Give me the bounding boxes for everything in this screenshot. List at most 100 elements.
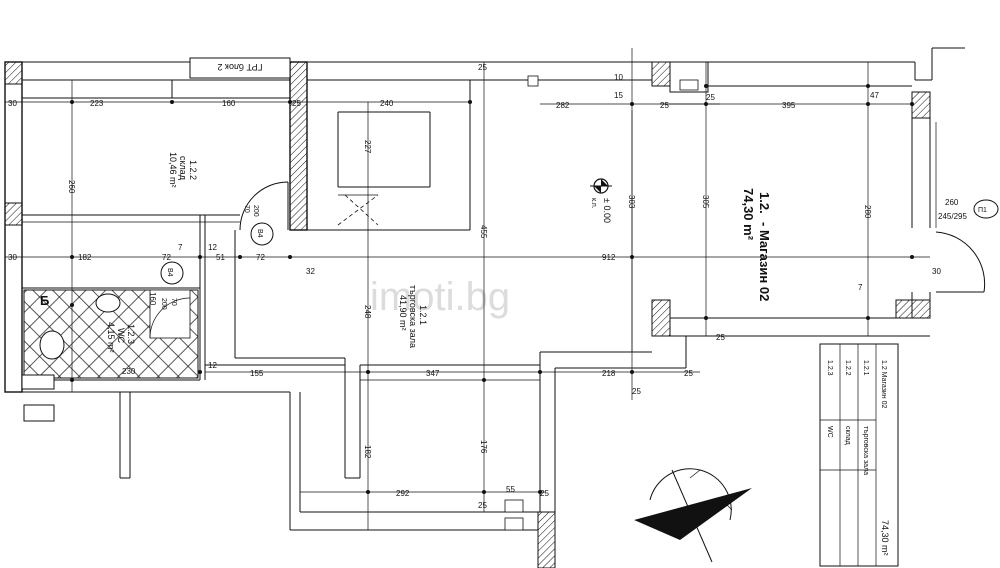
wc-code: 1.2.3: [126, 324, 136, 344]
dim-10: 10: [614, 73, 623, 82]
dim-7-a: 7: [178, 243, 183, 252]
dim-182: 182: [78, 253, 92, 262]
svg-text:П1: П1: [978, 207, 987, 214]
dim-12-a: 12: [208, 243, 217, 252]
svg-text:70: 70: [243, 205, 250, 213]
dim-25-f: 25: [716, 333, 725, 342]
sales-hall-name: търговска зала: [408, 285, 418, 348]
room-storage-label: 1.2.2 склад 10,46 m²: [168, 152, 198, 188]
dim-160: 160: [222, 99, 236, 108]
vertical-dimension-labels: 260 227 455 303 305 280 248 182 176 160: [67, 140, 872, 459]
watermark-text: imoti.bg: [370, 275, 510, 319]
dim-176: 176: [479, 440, 488, 454]
dim-30-top: 30: [8, 99, 17, 108]
dim-25-d: 25: [540, 489, 549, 498]
dim-395: 395: [782, 101, 796, 110]
storage-name: склад: [178, 156, 188, 181]
dim-25-b: 25: [660, 101, 669, 110]
exterior-walls: [4, 47, 965, 568]
wc-area: 4,15 m²: [106, 322, 116, 353]
shop-area: 74,30 m²: [741, 188, 756, 241]
shop-name: - Магазин 02: [757, 222, 772, 301]
dim-292: 292: [396, 489, 410, 498]
room-shop-label: 1.2. - Магазин 02 74,30 m²: [741, 188, 772, 301]
dim-25-h: 25: [632, 387, 641, 396]
dim-260-vertical: 260: [67, 180, 76, 194]
dim-160-vertical: 160: [148, 292, 157, 306]
toilet-icon: [39, 330, 65, 360]
dim-51: 51: [216, 253, 225, 262]
door-marker-b4-lower: B4 70 200: [160, 261, 184, 310]
wc-door-swing-arc: [149, 297, 191, 339]
north-arrow-icon: [634, 468, 752, 563]
dim-47: 47: [870, 91, 879, 100]
level-marker: ± 0.00 к.п.: [590, 178, 612, 223]
dim-303: 303: [627, 195, 636, 209]
dimension-ticks: [70, 84, 914, 494]
door-marker-b4-upper: B4 70 200: [243, 205, 274, 246]
legend-row-1-name: търговска зала: [862, 426, 869, 475]
svg-text:B4: B4: [256, 229, 263, 238]
legend-table: 1.2 Магазин 02 1.2.1 търговска зала 1.2.…: [819, 343, 899, 567]
dim-25-a: 25: [292, 99, 301, 108]
dim-72-b: 72: [256, 253, 265, 262]
washbasin-icon: [23, 404, 55, 422]
dim-15: 15: [614, 91, 623, 100]
legend-total: 74,30 m²: [880, 520, 890, 556]
dim-155: 155: [250, 369, 264, 378]
dim-347: 347: [426, 369, 440, 378]
block-label-box: [189, 57, 291, 79]
block-label: ГРТ блок 2: [217, 62, 262, 72]
legend-row-1-code: 1.2.1: [862, 360, 869, 376]
dim-227: 227: [363, 140, 372, 154]
dim-280: 280: [863, 205, 872, 219]
dimension-labels: 30 223 160 25 240 282 25 395 47 30 182 7…: [8, 63, 941, 510]
storage-area: 10,46 m²: [168, 152, 178, 188]
room-wc-label: 1.2.3 WC 4,15 m²: [106, 322, 136, 353]
sales-hall-area: 41,90 m²: [398, 295, 408, 331]
dim-230: 230: [122, 367, 136, 376]
sink-icon: [95, 293, 121, 313]
room-sales-hall-label: 1.2.1 търговска зала 41,90 m²: [398, 285, 428, 348]
dim-12-b: 12: [208, 361, 217, 370]
dim-240: 240: [380, 99, 394, 108]
wc-label: Б: [40, 293, 49, 308]
wc-name: WC: [116, 328, 126, 343]
level-sub: к.п.: [590, 198, 597, 209]
legend-row-2-name: склад: [844, 426, 851, 445]
legend-row-3-code: 1.2.3: [826, 360, 833, 376]
storage-code: 1.2.2: [188, 160, 198, 180]
wc-cabinet: [21, 374, 55, 390]
dim-25-g: 25: [706, 93, 715, 102]
dimension-lines: [5, 48, 930, 530]
dim-455: 455: [479, 225, 488, 239]
dim-305: 305: [701, 195, 710, 209]
legend-title: 1.2 Магазин 02: [880, 360, 887, 409]
legend-row-3-name: WC: [826, 426, 833, 438]
level-value: ± 0.00: [602, 198, 612, 223]
dim-30-right: 30: [932, 267, 941, 276]
dim-30-mid: 30: [8, 253, 17, 262]
dim-248: 248: [363, 305, 372, 319]
dim-282: 282: [556, 101, 570, 110]
sales-hall-code: 1.2.1: [418, 305, 428, 325]
shop-code: 1.2.: [757, 192, 772, 214]
svg-text:260: 260: [945, 198, 959, 207]
svg-text:70: 70: [170, 298, 177, 306]
door-swing-b4: [239, 181, 289, 231]
dim-25-c: 25: [684, 369, 693, 378]
wc-door-swing-area: [149, 289, 191, 339]
dim-223: 223: [90, 99, 104, 108]
dim-32: 32: [306, 267, 315, 276]
dim-182-vertical: 182: [363, 445, 372, 459]
door-swing-p1: [935, 231, 986, 293]
dim-218: 218: [602, 369, 616, 378]
dim-912: 912: [602, 253, 616, 262]
svg-text:200: 200: [252, 205, 259, 217]
dim-7-b: 7: [858, 283, 863, 292]
dim-55: 55: [506, 485, 515, 494]
legend-row-2-code: 1.2.2: [844, 360, 851, 376]
door-marker-p1: П1 260 245/295: [938, 198, 999, 221]
